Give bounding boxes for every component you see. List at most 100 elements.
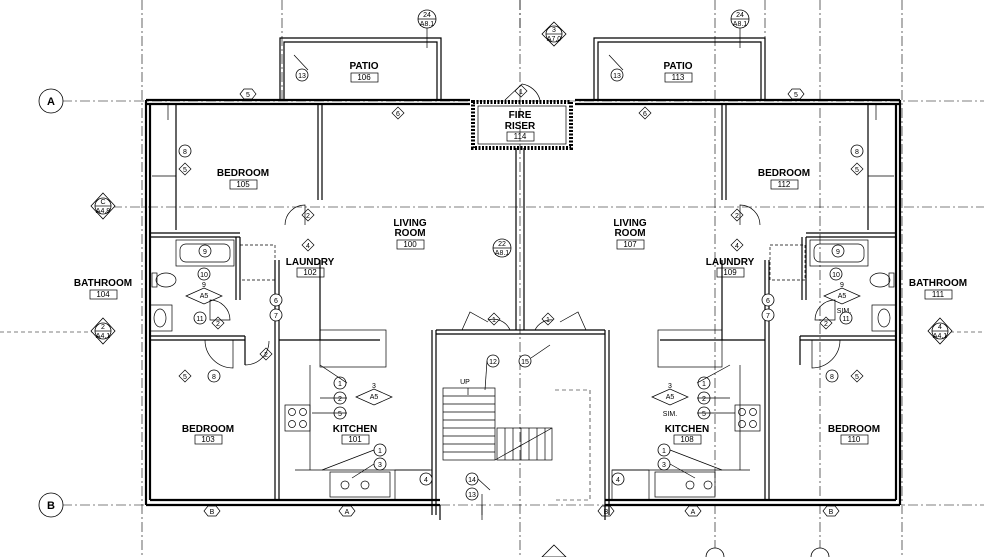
svg-text:12: 12 (489, 359, 497, 366)
svg-text:SIM.: SIM. (663, 411, 677, 418)
svg-text:4: 4 (616, 477, 620, 484)
living-100-number: 100 (403, 240, 417, 249)
svg-text:A4.1: A4.1 (933, 333, 948, 340)
svg-text:11: 11 (196, 316, 203, 323)
kitchen-108-name: KITCHEN (665, 424, 709, 435)
elevation-marker-kitchen-right: A5 3 SIM. (651, 383, 689, 418)
section-marker-right: 4 A4.1 (927, 317, 953, 345)
patio-left: PATIO 106 (279, 37, 442, 100)
living-107-name-1: LIVING (613, 218, 647, 229)
svg-text:A: A (691, 509, 696, 516)
bedroom-112-number: 112 (778, 180, 791, 189)
elevation-marker-bath-left: A5 9 (185, 282, 223, 305)
svg-text:A: A (345, 509, 350, 516)
wall-type-tags: 5 5 B A B A B (203, 88, 840, 517)
bedroom-103-number: 103 (201, 435, 215, 444)
bottom-partial-markers (541, 544, 830, 557)
svg-text:8: 8 (855, 149, 859, 156)
svg-text:8: 8 (830, 374, 834, 381)
bedroom-105-number: 105 (236, 180, 250, 189)
elevation-marker-kitchen-left: A5 3 (355, 383, 393, 406)
svg-text:11: 11 (842, 316, 849, 323)
room-living-100: LIVING ROOM 100 (393, 218, 427, 250)
svg-text:6: 6 (274, 298, 278, 305)
bathroom-111-name: BATHROOM (909, 278, 967, 289)
patio-113-number: 113 (672, 73, 685, 82)
svg-text:4: 4 (938, 324, 942, 331)
svg-text:7: 7 (766, 313, 770, 320)
svg-text:3: 3 (668, 383, 672, 390)
room-bedroom-110: BEDROOM 110 (828, 424, 880, 445)
laundry-102-number: 102 (303, 268, 317, 277)
bathroom-104-name: BATHROOM (74, 278, 132, 289)
fire-riser-number: 114 (514, 132, 527, 141)
svg-text:B: B (210, 509, 215, 516)
svg-text:2: 2 (264, 352, 268, 359)
svg-text:4: 4 (735, 243, 739, 250)
svg-text:3: 3 (372, 383, 376, 390)
room-bedroom-112: BEDROOM 112 (758, 168, 810, 190)
svg-text:5: 5 (855, 374, 859, 381)
bathroom-111-number: 111 (932, 290, 945, 299)
svg-text:8: 8 (183, 149, 187, 156)
svg-text:4: 4 (306, 243, 310, 250)
svg-text:24: 24 (423, 12, 431, 19)
svg-text:9: 9 (840, 282, 844, 289)
room-laundry-109: LAUNDRY 109 (706, 257, 755, 278)
svg-text:1: 1 (662, 448, 666, 455)
svg-text:2: 2 (702, 396, 706, 403)
svg-text:1: 1 (519, 89, 523, 96)
svg-text:4: 4 (424, 477, 428, 484)
patio-113-name: PATIO (663, 61, 692, 72)
svg-text:B: B (829, 509, 834, 516)
svg-text:2: 2 (216, 321, 220, 328)
section-marker-left-lower: 2 A4.1 (90, 317, 116, 345)
svg-text:24: 24 (736, 12, 744, 19)
detail-marker-top-left: 24 A8.1 (417, 9, 437, 48)
sim-note-bath-right: SIM. (837, 308, 851, 315)
bedroom-112-name: BEDROOM (758, 168, 810, 179)
svg-text:10: 10 (200, 272, 208, 279)
room-living-107: LIVING ROOM 107 (613, 218, 647, 250)
bedroom-110-number: 110 (848, 435, 861, 444)
svg-text:C: C (100, 199, 105, 206)
stair: UP (439, 311, 606, 520)
svg-text:5: 5 (855, 167, 859, 174)
svg-text:2: 2 (338, 396, 342, 403)
grid-label-b: B (47, 500, 55, 512)
svg-text:1: 1 (702, 381, 706, 388)
grid-label-a: A (47, 96, 55, 108)
svg-text:2: 2 (735, 213, 739, 220)
svg-text:A5: A5 (666, 394, 675, 401)
svg-text:A8.1: A8.1 (733, 21, 748, 28)
kitchen-101-number: 101 (348, 435, 362, 444)
svg-text:14: 14 (468, 477, 476, 484)
svg-text:5: 5 (246, 92, 250, 99)
svg-text:13: 13 (298, 73, 306, 80)
party-wall (515, 148, 525, 330)
svg-text:1: 1 (378, 448, 382, 455)
svg-text:6: 6 (643, 111, 647, 118)
fire-riser-name-1: FIRE (509, 110, 532, 121)
grid-bubble-b: B (38, 492, 64, 518)
room-bathroom-104: BATHROOM 104 (74, 278, 132, 300)
svg-text:B: B (604, 509, 609, 516)
svg-text:1: 1 (546, 317, 550, 324)
svg-text:5: 5 (338, 411, 342, 418)
section-marker-left-upper: C A4.8 (90, 192, 116, 220)
svg-text:A7.0: A7.0 (547, 36, 562, 43)
bedroom-110-name: BEDROOM (828, 424, 880, 435)
detail-marker-center: 22 A8.1 (492, 238, 512, 258)
svg-text:3: 3 (552, 27, 556, 34)
room-bedroom-105: BEDROOM 105 (217, 168, 269, 190)
svg-text:A8.1: A8.1 (495, 250, 510, 257)
living-107-name-2: ROOM (614, 228, 645, 239)
section-marker-top: 3 A7.0 (541, 21, 567, 47)
diamond-tags: 6 6 5 5 2 2 4 4 2 2 2 5 5 1 1 1 (178, 84, 864, 383)
laundry-102-name: LAUNDRY (286, 257, 335, 268)
detail-marker-top-right: 24 A8.1 (730, 9, 750, 48)
svg-text:1: 1 (492, 317, 496, 324)
living-100-name-1: LIVING (393, 218, 427, 229)
svg-text:8: 8 (212, 374, 216, 381)
